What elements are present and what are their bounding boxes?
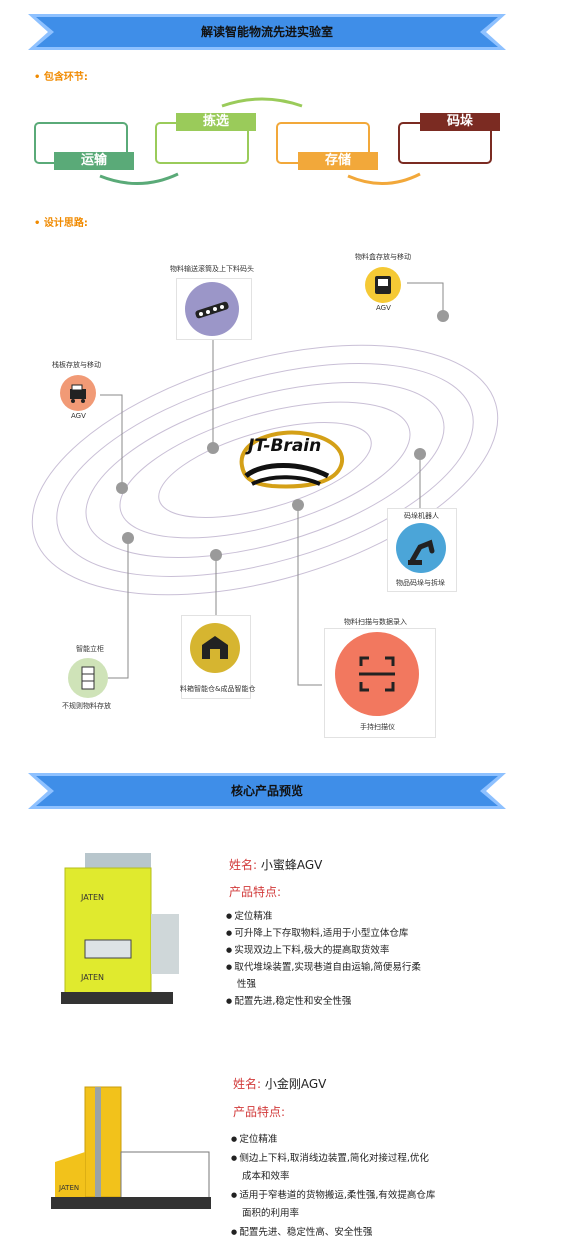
scanner-icon <box>335 632 419 716</box>
product-card-bee: JATEN JATEN 姓名: 小蜜蜂AGV 产品特点: 定位精准 可升降上下存… <box>0 840 578 1020</box>
banner-lab: 解读智能物流先进实验室 <box>28 14 506 50</box>
orbit-lines <box>31 282 499 686</box>
robot-sub: 物品码垛与拆垛 <box>396 579 445 587</box>
feature-continuation: 成本和效率 <box>242 1171 290 1182</box>
bin-title: 物料盒存放与移动 <box>355 253 411 261</box>
product-name: 姓名: 小蜜蜂AGV <box>229 858 323 872</box>
flow-tag-transport: 运输 <box>54 152 134 170</box>
brain-label: JT-Brain <box>248 436 322 456</box>
brain-logo-icon <box>239 430 344 489</box>
orbit-node <box>207 442 219 454</box>
feature-list: 定位精准 可升降上下存取物料,适用于小型立体仓库 实现双边上下料,极大的提高取货… <box>226 908 421 1010</box>
robot-title: 码垛机器人 <box>404 512 439 520</box>
agv-bee-image: JATEN JATEN <box>61 853 179 1004</box>
design-diagram: JT-Brain 物料输送滚筒及上下料码头 物料盒存放与移动 AGV 栈板存放与… <box>0 240 578 750</box>
flow-tag-storage: 存储 <box>298 152 378 170</box>
banner-shape <box>28 14 506 50</box>
brand-label: JATEN <box>58 1184 79 1192</box>
flow-steps: 运输 拣选 存储 码垛 <box>0 92 578 202</box>
brand-label: JATEN <box>80 893 104 902</box>
warehouse-icon <box>190 623 240 673</box>
section-links-title: • 包含环节: <box>34 72 88 83</box>
scan-sub: 手持扫描仪 <box>360 723 395 731</box>
banner-title: 解读智能物流先进实验室 <box>200 25 333 39</box>
warehouse-sub: 料箱智能仓&成品智能仓 <box>180 685 256 693</box>
feature-item: 配置先进、稳定性高、安全性强 <box>231 1223 435 1242</box>
feature-item: 实现双边上下料,极大的提高取货效率 <box>226 942 421 959</box>
cabinet-icon <box>68 658 108 698</box>
feature-item: 侧边上下料,取消线边装置,简化对接过程,优化 <box>231 1149 435 1168</box>
product-feature-title: 产品特点: <box>233 1105 286 1119</box>
flow-arcs <box>99 97 421 186</box>
orbit-node <box>210 549 222 561</box>
conveyor-icon <box>185 282 239 336</box>
stack-agv-label: AGV <box>71 412 86 420</box>
feature-continuation: 面积的利用率 <box>242 1208 300 1219</box>
feature-item: 定位精准 <box>231 1130 435 1149</box>
feature-item: 定位精准 <box>226 908 421 925</box>
orbit-node <box>122 532 134 544</box>
flow-tag-palletizing: 码垛 <box>420 113 500 131</box>
stack-agv-icon <box>60 375 96 411</box>
feature-item: 取代堆垛装置,实现巷道自由运输,简便易行柔 <box>226 959 421 976</box>
conveyor-title: 物料输送滚筒及上下料码头 <box>170 265 254 273</box>
banner-title: 核心产品预览 <box>230 784 303 798</box>
feature-list: 定位精准 侧边上下料,取消线边装置,简化对接过程,优化 成本和效率 适用于窄巷道… <box>231 1130 435 1242</box>
cabinet-title: 智能立柜 <box>76 645 104 653</box>
feature-item: 可升降上下存取物料,适用于小型立体仓库 <box>226 925 421 942</box>
feature-item: 适用于窄巷道的货物搬运,柔性强,有效提高仓库 <box>231 1186 435 1205</box>
robot-arm-icon <box>396 523 446 573</box>
bin-agv-label: AGV <box>376 304 391 312</box>
orbit-node <box>292 499 304 511</box>
stack-title: 栈板存放与移动 <box>52 361 101 369</box>
brand-label: JATEN <box>80 973 104 982</box>
section-design-title: • 设计思路: <box>34 218 88 229</box>
orbit-node <box>437 310 449 322</box>
product-name: 姓名: 小金刚AGV <box>233 1077 327 1091</box>
product-feature-title: 产品特点: <box>229 885 282 899</box>
cabinet-sub: 不规则物料存放 <box>62 702 111 710</box>
banner-shape <box>28 773 506 809</box>
product-card-kingkong: JATEN 姓名: 小金刚AGV 产品特点: 定位精准 侧边上下料,取消线边装置… <box>0 1060 578 1245</box>
orbit-node <box>414 448 426 460</box>
orbit-node <box>116 482 128 494</box>
bin-agv-icon <box>365 267 401 303</box>
feature-continuation: 性强 <box>237 979 257 990</box>
flow-tag-picking: 拣选 <box>176 113 256 131</box>
feature-item: 配置先进,稳定性和安全性强 <box>226 993 421 1010</box>
agv-kingkong-image: JATEN <box>51 1086 211 1209</box>
banner-core: 核心产品预览 <box>28 773 506 809</box>
scan-title: 物料扫描与数据录入 <box>344 618 407 626</box>
